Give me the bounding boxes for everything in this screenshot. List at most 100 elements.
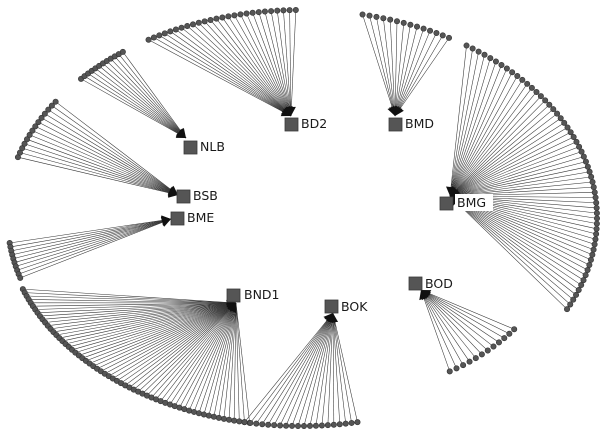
hub-NLB[interactable]: NLB <box>183 139 225 155</box>
leaf-node-bnd1[interactable] <box>220 415 227 422</box>
leaf-node-bsb[interactable] <box>24 136 31 143</box>
leaf-node-bmg[interactable] <box>542 97 549 104</box>
leaf-node-bnd1[interactable] <box>231 417 238 424</box>
leaf-node-bmg[interactable] <box>586 168 593 175</box>
leaf-node-bmg[interactable] <box>592 194 599 201</box>
leaf-node-bmg[interactable] <box>588 173 595 180</box>
leaf-node-bok[interactable] <box>259 421 266 428</box>
leaf-node-bme[interactable] <box>17 274 24 281</box>
leaf-node-bsb[interactable] <box>38 114 45 121</box>
leaf-node-bmg[interactable] <box>580 153 587 160</box>
leaf-node-bmg[interactable] <box>584 267 591 274</box>
leaf-node-bod[interactable] <box>453 365 460 372</box>
hub-BD2[interactable]: BD2 <box>284 116 327 132</box>
leaf-node-bd2[interactable] <box>178 24 185 31</box>
hub-BOK[interactable]: BOK <box>324 299 368 314</box>
hub-BME[interactable]: BME <box>170 210 214 226</box>
leaf-node-bsb[interactable] <box>45 106 52 113</box>
leaf-node-bod[interactable] <box>478 351 485 358</box>
leaf-node-bmg[interactable] <box>537 93 544 100</box>
leaf-node-bmg[interactable] <box>528 84 535 91</box>
leaf-node-bmg[interactable] <box>591 189 598 196</box>
leaf-node-bd2[interactable] <box>261 8 268 15</box>
leaf-node-bnd1[interactable] <box>215 414 222 421</box>
leaf-node-bok[interactable] <box>354 419 361 426</box>
leaf-node-bmg[interactable] <box>593 220 600 227</box>
leaf-node-bok[interactable] <box>289 422 296 429</box>
leaf-node-bmg[interactable] <box>593 225 600 232</box>
leaf-node-bmg[interactable] <box>481 51 488 58</box>
leaf-node-bok[interactable] <box>265 421 272 428</box>
leaf-node-bd2[interactable] <box>195 19 202 26</box>
leaf-node-bmd[interactable] <box>366 12 373 19</box>
leaf-node-bmg[interactable] <box>533 88 540 95</box>
leaf-node-bmg[interactable] <box>573 138 580 145</box>
leaf-node-bmd[interactable] <box>387 16 394 23</box>
leaf-node-bnd1[interactable] <box>186 407 193 414</box>
leaf-node-bmg[interactable] <box>589 179 596 186</box>
leaf-node-bmg[interactable] <box>514 73 521 80</box>
leaf-node-bsb[interactable] <box>29 127 36 134</box>
leaf-node-bok[interactable] <box>300 422 307 429</box>
leaf-node-bmg[interactable] <box>564 124 571 131</box>
leaf-node-bmg[interactable] <box>590 246 597 253</box>
hub-node-BMD[interactable] <box>388 117 403 132</box>
leaf-node-bmg[interactable] <box>582 158 589 165</box>
leaf-node-bod[interactable] <box>460 362 467 369</box>
leaf-node-bd2[interactable] <box>249 9 256 16</box>
leaf-node-bmd[interactable] <box>420 25 427 32</box>
leaf-node-bod[interactable] <box>490 343 497 350</box>
leaf-node-bmg[interactable] <box>554 110 561 117</box>
leaf-node-bd2[interactable] <box>150 34 157 41</box>
leaf-node-bmd[interactable] <box>427 27 434 34</box>
leaf-node-bmg[interactable] <box>487 55 494 62</box>
leaf-node-bod[interactable] <box>495 339 502 346</box>
leaf-node-bd2[interactable] <box>172 26 179 33</box>
leaf-node-bok[interactable] <box>336 421 343 428</box>
leaf-node-bmg[interactable] <box>475 48 482 55</box>
leaf-node-bmg[interactable] <box>580 277 587 284</box>
leaf-node-bmg[interactable] <box>591 241 598 248</box>
leaf-node-bod[interactable] <box>506 330 513 337</box>
leaf-node-bmd[interactable] <box>380 15 387 22</box>
leaf-node-bmg[interactable] <box>593 210 600 217</box>
leaf-node-bok[interactable] <box>241 419 248 426</box>
hub-node-NLB[interactable] <box>183 140 198 155</box>
leaf-node-bd2[interactable] <box>161 30 168 37</box>
leaf-node-bmg[interactable] <box>587 256 594 263</box>
leaf-node-bmg[interactable] <box>592 236 599 243</box>
hub-node-BMG[interactable] <box>439 196 454 211</box>
leaf-node-bnd1[interactable] <box>205 412 212 419</box>
leaf-node-bmg[interactable] <box>498 61 505 68</box>
leaf-node-bod[interactable] <box>511 326 518 333</box>
leaf-node-bnd1[interactable] <box>191 408 198 415</box>
leaf-node-bd2[interactable] <box>145 36 152 43</box>
leaf-node-bmg[interactable] <box>567 129 574 136</box>
leaf-node-bd2[interactable] <box>286 7 293 14</box>
leaf-node-bnd1[interactable] <box>210 413 217 420</box>
leaf-node-bmg[interactable] <box>589 251 596 258</box>
leaf-node-bmg[interactable] <box>586 261 593 268</box>
leaf-node-bd2[interactable] <box>280 7 287 14</box>
leaf-node-bmg[interactable] <box>519 76 526 83</box>
leaf-node-bmg[interactable] <box>567 301 574 308</box>
leaf-node-bmg[interactable] <box>576 143 583 150</box>
leaf-node-bnd1[interactable] <box>226 416 233 423</box>
leaf-node-bsb[interactable] <box>26 131 33 138</box>
leaf-node-bsb[interactable] <box>48 102 55 109</box>
leaf-node-bd2[interactable] <box>219 14 226 21</box>
leaf-node-bmg[interactable] <box>492 58 499 65</box>
hub-BSB[interactable]: BSB <box>176 188 218 204</box>
leaf-node-bd2[interactable] <box>189 21 196 28</box>
leaf-node-bok[interactable] <box>348 419 355 426</box>
leaf-node-bmg[interactable] <box>584 163 591 170</box>
leaf-node-bd2[interactable] <box>237 11 244 18</box>
hub-node-BND1[interactable] <box>226 288 241 303</box>
leaf-node-bnd1[interactable] <box>236 418 243 425</box>
leaf-node-bok[interactable] <box>312 422 319 429</box>
leaf-node-bod[interactable] <box>466 358 473 365</box>
leaf-node-bd2[interactable] <box>225 13 232 20</box>
hub-node-BME[interactable] <box>170 211 185 226</box>
leaf-node-bmd[interactable] <box>433 30 440 37</box>
leaf-node-bd2[interactable] <box>156 32 163 39</box>
